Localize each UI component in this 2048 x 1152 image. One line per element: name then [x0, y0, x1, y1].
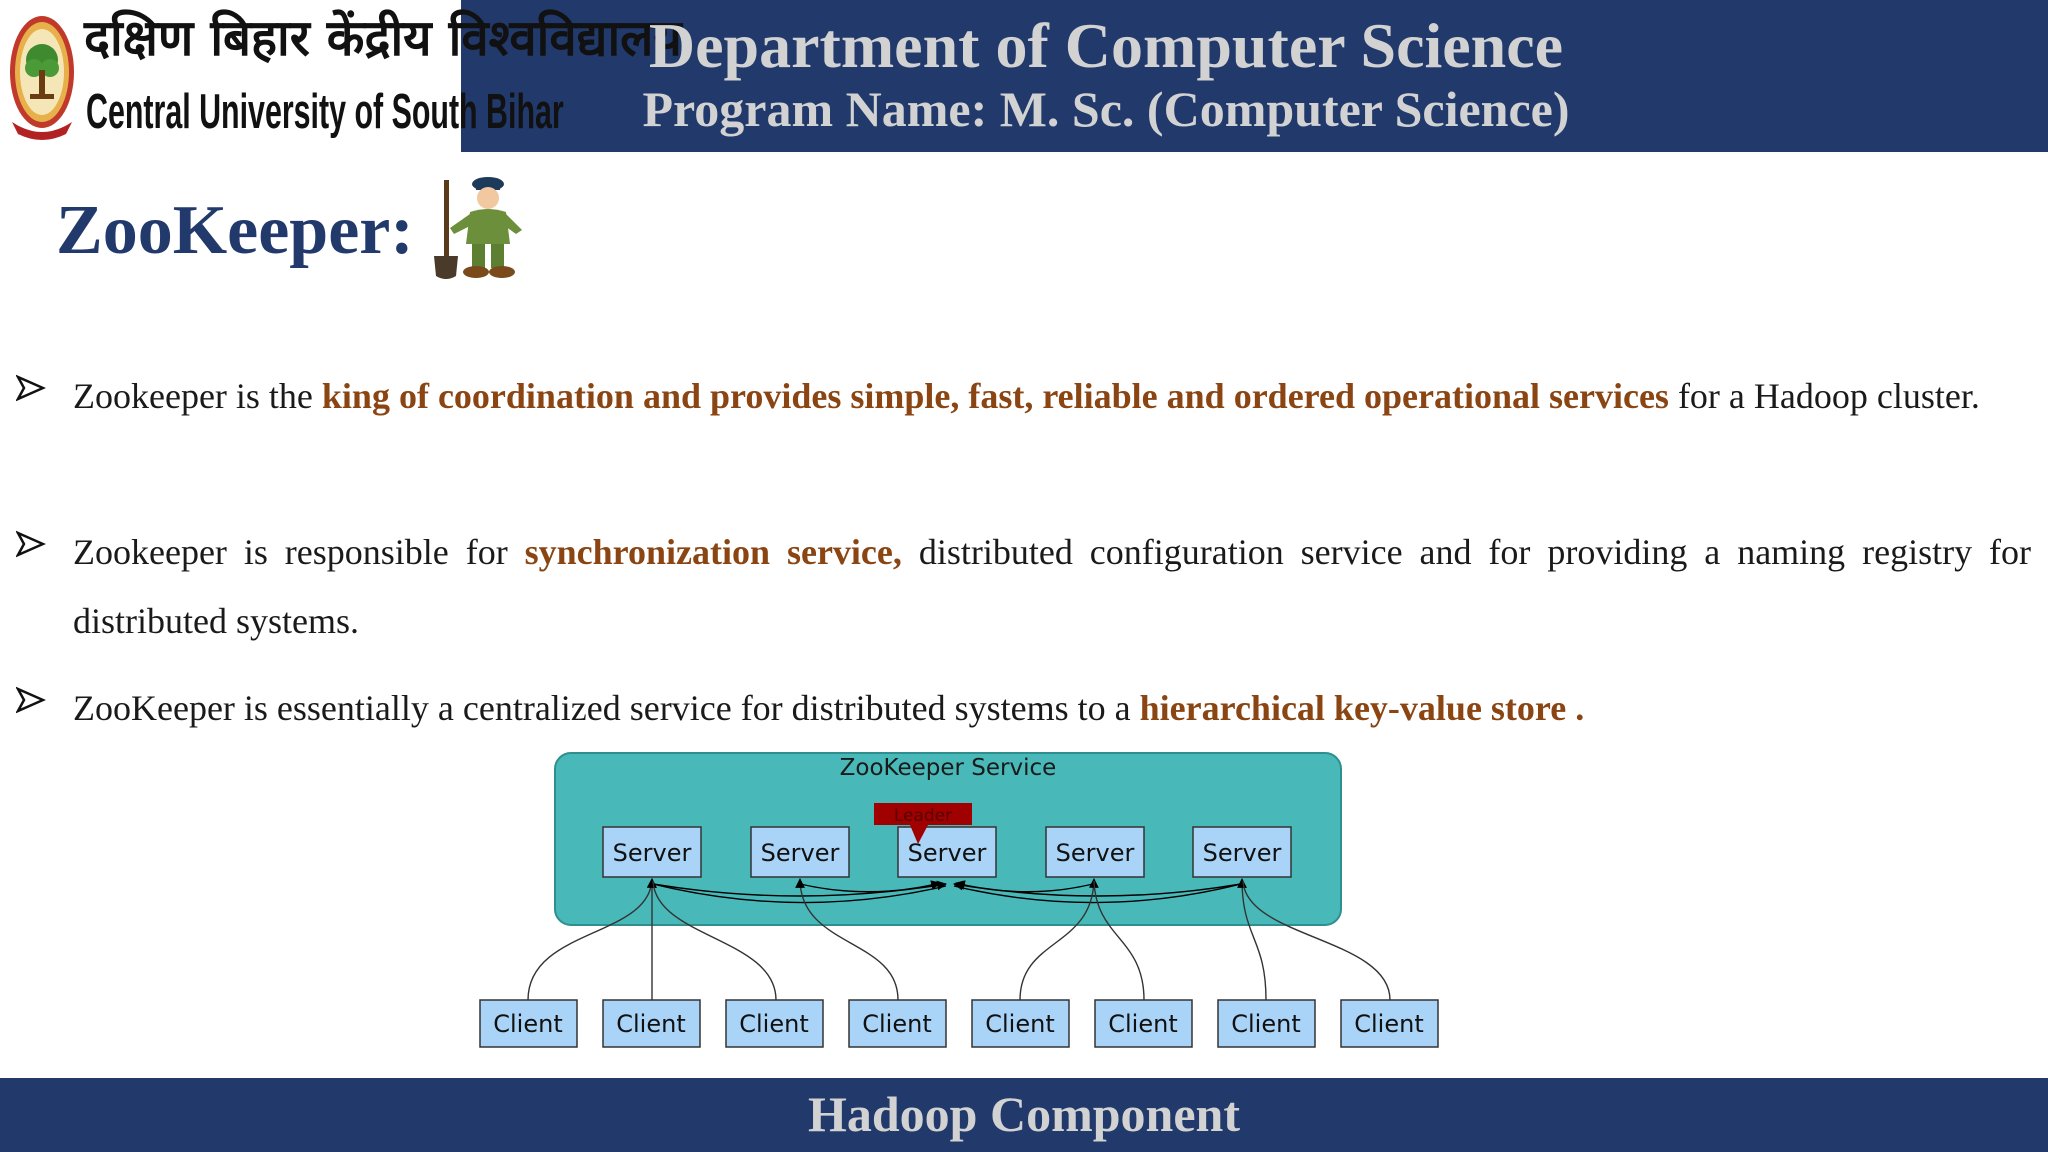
footer-band: Hadoop Component	[0, 1078, 2048, 1152]
client-label: Client	[1108, 1010, 1177, 1038]
university-seal-icon	[10, 16, 74, 140]
university-name-hindi: दक्षिण बिहार केंद्रीय विश्वविद्यालय	[84, 9, 682, 67]
server-label: Server	[613, 839, 692, 867]
client-label: Client	[862, 1010, 931, 1038]
server-node: Server	[1192, 826, 1292, 878]
slide-title: ZooKeeper:	[56, 192, 414, 269]
university-name-english: Central University of South Bihar	[86, 85, 564, 139]
client-node: Client	[1340, 999, 1439, 1048]
program-name: Program Name: M. Sc. (Computer Science)	[642, 81, 1570, 137]
client-node: Client	[602, 999, 701, 1048]
leader-tag: Leader	[874, 803, 972, 844]
leader-label: Leader	[894, 806, 952, 826]
server-label: Server	[1056, 839, 1135, 867]
zookeeper-architecture-diagram: ZooKeeper Service Server Server Server S…	[479, 752, 1439, 1048]
arrow-bullet-icon	[16, 374, 46, 402]
arrow-bullet-icon	[16, 530, 46, 558]
client-label: Client	[1231, 1010, 1300, 1038]
client-node: Client	[479, 999, 578, 1048]
leader-server-node: Server	[897, 826, 997, 878]
server-node: Server	[1045, 826, 1145, 878]
client-node: Client	[725, 999, 824, 1048]
client-node: Client	[1094, 999, 1193, 1048]
server-node: Server	[750, 826, 850, 878]
zookeeper-with-shovel-icon	[434, 177, 522, 279]
client-label: Client	[739, 1010, 808, 1038]
header-band: दक्षिण बिहार केंद्रीय विश्वविद्यालय Cent…	[0, 0, 2048, 152]
server-node: Server	[602, 826, 702, 878]
client-label: Client	[1354, 1010, 1423, 1038]
client-label: Client	[616, 1010, 685, 1038]
arrow-bullet-icon	[16, 686, 46, 714]
bullet-text: ZooKeeper is essentially a centralized s…	[73, 688, 1585, 728]
server-label: Server	[908, 839, 987, 867]
client-label: Client	[493, 1010, 562, 1038]
client-node: Client	[1217, 999, 1316, 1048]
client-label: Client	[985, 1010, 1054, 1038]
service-label: ZooKeeper Service	[840, 755, 1057, 781]
client-node: Client	[971, 999, 1070, 1048]
server-label: Server	[761, 839, 840, 867]
department-title: Department of Computer Science	[648, 10, 1564, 81]
client-node: Client	[848, 999, 947, 1048]
footer-title: Hadoop Component	[807, 1086, 1241, 1142]
bullet-text: Zookeeper is responsible for synchroniza…	[73, 532, 2031, 641]
university-logo-panel: दक्षिण बिहार केंद्रीय विश्वविद्यालय Cent…	[0, 0, 682, 152]
bullet-text: Zookeeper is the king of coordination an…	[73, 376, 1980, 416]
server-label: Server	[1203, 839, 1282, 867]
